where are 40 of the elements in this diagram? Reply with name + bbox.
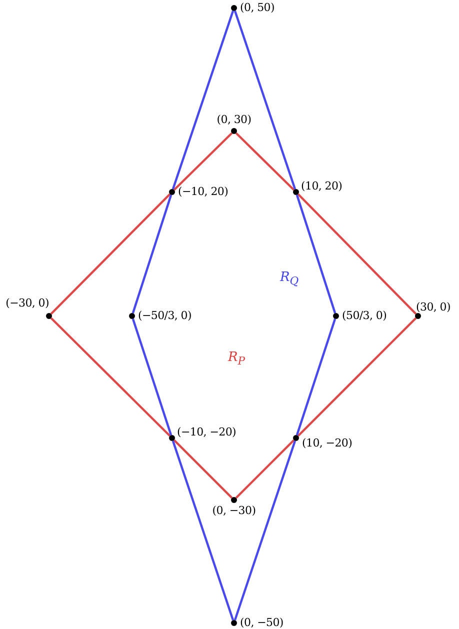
coordinate-label: (0, 30) (216, 112, 252, 127)
point-marker (333, 313, 339, 319)
boundary-line (234, 10, 296, 190)
point-marker (46, 313, 52, 319)
point-marker (231, 620, 237, 626)
coordinate-label: (−10, −20) (177, 425, 236, 440)
boundary-line (235, 439, 295, 499)
coordinate-label: (−30, 0) (6, 296, 49, 310)
boundary-line (172, 10, 234, 190)
boundary-line (297, 317, 417, 437)
point-marker (231, 128, 237, 134)
coordinate-label: (50/3, 0) (342, 309, 387, 323)
coordinate-label: (−10, 20) (178, 185, 228, 199)
point-marker (169, 189, 175, 195)
point-marker (293, 189, 299, 195)
region-label: R$_{Q}$ (280, 270, 299, 288)
point-marker (231, 5, 237, 11)
boundary-line (132, 318, 172, 436)
coordinate-label: (30, 0) (416, 300, 450, 315)
boundary-line (296, 318, 336, 436)
boundary-line (173, 132, 233, 191)
boundary-line (296, 194, 336, 314)
coordinate-label: (10, 20) (301, 179, 342, 194)
boundary-line (50, 317, 171, 437)
coordinate-label: (0, −50) (240, 616, 284, 629)
boundary-line (50, 193, 171, 315)
point-marker (169, 435, 175, 441)
region-label: R$_{P}$ (228, 350, 246, 368)
coordinate-label: (0, 50) (240, 1, 274, 15)
point-marker (293, 435, 299, 441)
coordinate-label: (−50/3, 0) (138, 309, 192, 323)
boundary-line (235, 132, 295, 191)
boundary-line (234, 440, 296, 620)
coordinate-label: (10, −20) (302, 436, 352, 451)
coordinate-label: (0, −30) (212, 504, 256, 518)
boundary-line (173, 439, 233, 499)
point-marker (129, 313, 135, 319)
boundary-line (172, 440, 234, 620)
boundary-line (132, 194, 172, 314)
boundary-line (297, 193, 417, 315)
